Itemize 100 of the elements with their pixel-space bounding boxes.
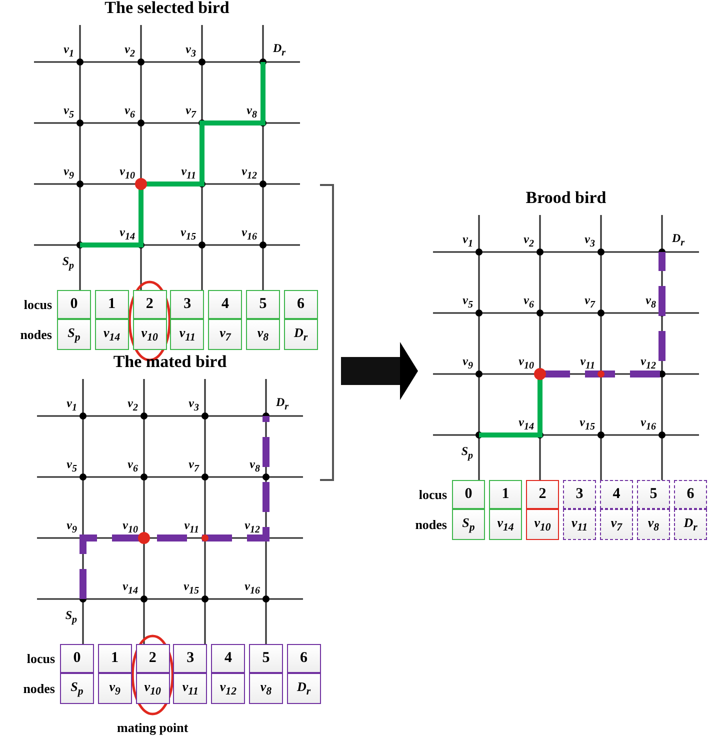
vertex-label: v$_{6}$ xyxy=(522,292,534,312)
vertex-label: v$_{16}$ xyxy=(240,224,257,244)
table-cell: 6 xyxy=(674,480,707,509)
table-cell: 1 xyxy=(94,290,129,319)
vertex-label: v$_{10}$ xyxy=(122,517,138,538)
vertex-label: v$_{1}$ xyxy=(66,395,77,416)
vertex-label: v$_{1}$ xyxy=(462,231,473,252)
vertex-label: v$_{3}$ xyxy=(584,231,595,252)
vertex-label: v$_{16}$ xyxy=(244,578,260,598)
table-cell: v$_{11}$ xyxy=(170,319,204,350)
table-cell: D$_{r}$ xyxy=(284,319,318,350)
vertex-label: v$_{6}$ xyxy=(126,456,138,476)
table-cell: 2 xyxy=(132,290,167,319)
table-cell: 4 xyxy=(600,480,633,509)
table-cell: 0 xyxy=(60,644,94,673)
vertex-label: v$_{10}$ xyxy=(518,353,534,374)
table-cell: v$_{8}$ xyxy=(246,319,280,350)
table-cell: v$_{14}$ xyxy=(94,319,129,350)
row-label: locus xyxy=(418,487,447,503)
vertex-label: v$_{12}$ xyxy=(240,163,257,184)
vertex-label: v$_{5}$ xyxy=(462,292,473,312)
vertex-label: v$_{15}$ xyxy=(578,414,595,434)
vertex-label: v$_{6}$ xyxy=(124,102,135,122)
table-cell: 0 xyxy=(57,290,91,319)
vertex-label: v$_{3}$ xyxy=(188,395,199,416)
vertex-label: D$_{r}$ xyxy=(672,230,686,250)
row-label: locus xyxy=(22,297,52,313)
vertex-label: v$_{11}$ xyxy=(180,163,196,184)
row-label: locus xyxy=(26,651,55,667)
table-cell: v$_{10}$ xyxy=(526,509,559,540)
table-cell: 0 xyxy=(452,480,485,509)
vertex-label: v$_{8}$ xyxy=(644,292,656,312)
row-label: nodes xyxy=(414,517,447,533)
table-cell: v$_{8}$ xyxy=(249,673,283,704)
table-cell: S$_{p}$ xyxy=(60,673,94,704)
vertex-label: v$_{16}$ xyxy=(640,414,656,434)
vertex-label: S$_{p}$ xyxy=(460,443,473,464)
vertex-label: v$_{10}$ xyxy=(118,163,135,184)
vertex-label: v$_{7}$ xyxy=(184,102,196,122)
vertex-label: v$_{12}$ xyxy=(640,353,656,374)
table-cell: 4 xyxy=(208,290,242,319)
vertex-label: v$_{7}$ xyxy=(584,292,595,312)
table-cell: D$_{r}$ xyxy=(674,509,707,540)
table-cell: 5 xyxy=(637,480,670,509)
table-cell: S$_{p}$ xyxy=(57,319,91,350)
vertex-label: v$_{9}$ xyxy=(462,353,473,374)
table-cell: v$_{14}$ xyxy=(489,509,522,540)
table-cell: 1 xyxy=(98,644,132,673)
table-cell: v$_{7}$ xyxy=(600,509,633,540)
vertex-label: v$_{7}$ xyxy=(188,456,199,476)
table-cell: 3 xyxy=(563,480,596,509)
vertex-label: v$_{15}$ xyxy=(180,224,196,244)
vertex-label: v$_{14}$ xyxy=(118,224,135,244)
vertex-label: v$_{5}$ xyxy=(66,456,77,476)
table-cell: v$_{10}$ xyxy=(136,673,170,704)
panel-heading: The selected bird xyxy=(104,0,230,18)
panel-heading: Brood bird xyxy=(524,188,608,208)
table-cell: v$_{9}$ xyxy=(98,673,132,704)
vertex-label: D$_{r}$ xyxy=(276,394,290,414)
table-cell: S$_{p}$ xyxy=(452,509,485,540)
table-cell: 1 xyxy=(489,480,522,509)
table-cell: D$_{r}$ xyxy=(286,673,321,704)
vertex-label: v$_{12}$ xyxy=(244,517,260,538)
vertex-label: v$_{5}$ xyxy=(62,102,74,122)
row-label: nodes xyxy=(22,681,55,697)
vertex-label: v$_{14}$ xyxy=(122,578,138,598)
table-cell: v$_{10}$ xyxy=(132,319,167,350)
table-cell: 2 xyxy=(136,644,170,673)
table-cell: v$_{11}$ xyxy=(173,673,208,704)
vertex-label: v$_{11}$ xyxy=(183,517,199,538)
vertex-label: v$_{11}$ xyxy=(579,353,595,374)
table-cell: 6 xyxy=(284,290,318,319)
vertex-label: v$_{2}$ xyxy=(522,231,534,252)
table-cell: v$_{7}$ xyxy=(208,319,242,350)
table-cell: v$_{8}$ xyxy=(637,509,670,540)
vertex-label: v$_{2}$ xyxy=(124,41,135,62)
table-cell: 4 xyxy=(211,644,246,673)
table-cell: 5 xyxy=(249,644,283,673)
table-cell: 6 xyxy=(286,644,321,673)
vertex-label: v$_{9}$ xyxy=(66,517,77,538)
table-cell: 5 xyxy=(246,290,280,319)
vertex-label: v$_{9}$ xyxy=(62,163,74,184)
vertex-label: v$_{8}$ xyxy=(246,102,257,122)
table-cell: v$_{11}$ xyxy=(563,509,596,540)
table-cell: 3 xyxy=(173,644,208,673)
panel-heading: The mated bird xyxy=(112,352,228,372)
table-cell: 3 xyxy=(170,290,204,319)
vertex-label: v$_{14}$ xyxy=(518,414,534,434)
table-cell: v$_{12}$ xyxy=(211,673,246,704)
vertex-label: S$_{p}$ xyxy=(64,607,77,628)
vertex-label: v$_{8}$ xyxy=(248,456,260,476)
caption-text: mating point xyxy=(116,720,190,736)
vertex-label: v$_{15}$ xyxy=(182,578,199,598)
row-label: nodes xyxy=(19,327,52,343)
vertex-label: S$_{p}$ xyxy=(61,253,74,274)
vertex-label: v$_{3}$ xyxy=(184,41,196,62)
table-cell: 2 xyxy=(526,480,559,509)
vertex-label: v$_{2}$ xyxy=(126,395,138,416)
vertex-label: v$_{1}$ xyxy=(62,41,74,62)
vertex-label: D$_{r}$ xyxy=(273,40,287,60)
